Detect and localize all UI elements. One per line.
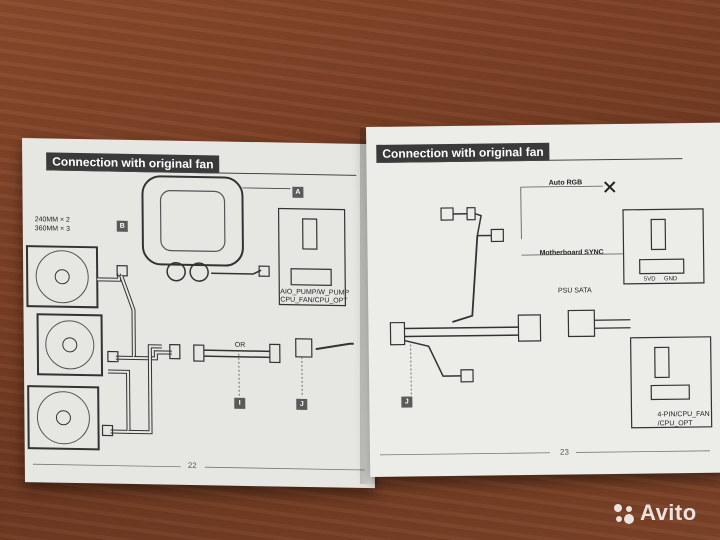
sata-connector bbox=[517, 314, 542, 342]
argb-header-box bbox=[622, 208, 705, 285]
avito-dots-icon bbox=[614, 504, 634, 524]
header-box bbox=[277, 207, 347, 307]
avito-watermark: Avito bbox=[640, 500, 697, 525]
fan-1-icon bbox=[25, 245, 99, 309]
pump-inner bbox=[159, 189, 226, 252]
left-wiring-diagram bbox=[25, 175, 365, 471]
pump-outlet-1 bbox=[166, 261, 186, 282]
pump-plug bbox=[258, 265, 270, 277]
fan-header-box bbox=[629, 336, 713, 429]
pump-block bbox=[141, 175, 244, 267]
right-wiring-diagram bbox=[380, 181, 713, 456]
manual-page-right: Connection with original fan Auto RGB Mo… bbox=[366, 122, 720, 477]
pump-outlet-2 bbox=[189, 262, 209, 282]
fan-3-icon bbox=[27, 385, 100, 451]
not-connected-x-icon bbox=[603, 181, 616, 193]
hub-connector bbox=[389, 321, 406, 346]
manual-page-left: Connection with original fan 240MM × 2 3… bbox=[22, 138, 375, 489]
fan-2-icon bbox=[36, 313, 104, 377]
